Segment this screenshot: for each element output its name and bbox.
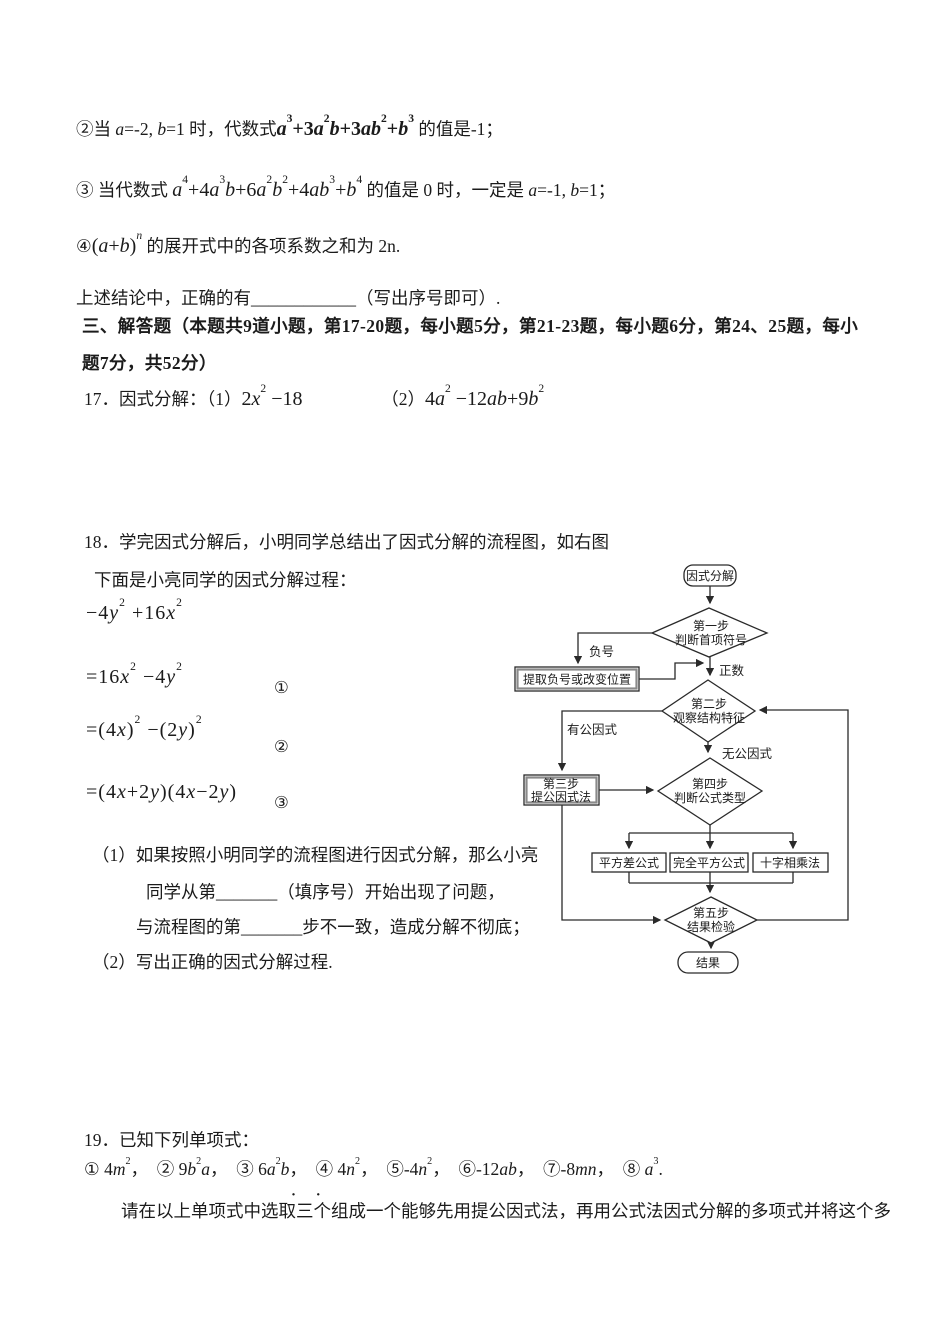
flow-step2-label-line2: 观察结构特征 — [673, 710, 745, 725]
statement-4: ④(a+b)n 的展开式中的各项系数之和为 2n. — [76, 229, 401, 257]
flow-end-node — [677, 951, 739, 974]
circled-number-1: ① — [274, 678, 289, 697]
flow-negative-box-label: 提取负号或改变位置 — [523, 672, 631, 687]
circled-number-3: ③ — [274, 793, 289, 812]
math-step-1: =16x2 −4y2 — [86, 660, 183, 688]
math-step-2: =(4x)2 −(2y)2 — [86, 713, 203, 741]
question-19-intro: 19．已知下列单项式： — [84, 1130, 259, 1150]
flow-step2-label-line1: 第二步 — [691, 697, 727, 711]
flow-step3-box — [523, 774, 600, 806]
flow-step4-label-line1: 第四步 — [692, 777, 728, 791]
flow-edge-negative-branch — [573, 632, 652, 665]
flow-label-has-common-factor: 有公因式 — [567, 723, 618, 737]
math-step-3: =(4x+2y)(4x−2y) — [86, 781, 238, 803]
flow-sqdiff-label: 平方差公式 — [599, 855, 659, 870]
flow-step1-label-line1: 第一步 — [693, 619, 729, 633]
flow-step1-label-line2: 判断首项符号 — [675, 632, 747, 647]
flow-edge-negative-return — [639, 658, 705, 680]
flow-step3-box-inner-border — [525, 776, 598, 804]
flow-label-no-common-factor: 无公因式 — [722, 747, 773, 761]
flow-edge-step3-step5 — [561, 805, 662, 925]
flow-step5-label-line1: 第五步 — [693, 906, 729, 920]
flow-step4-label-line2: 判断公式类型 — [674, 790, 746, 805]
flow-label-negative: 负号 — [589, 645, 614, 659]
q18-part1-line3: 与流程图的第_______步不一致，造成分解不彻底； — [136, 917, 530, 937]
q18-part1-line2: 同学从第_______（填序号）开始出现了问题， — [146, 882, 505, 902]
flow-step3-label-line2: 提公因式法 — [531, 789, 591, 804]
flow-perfect-square-box — [669, 852, 749, 873]
section-header-line1: 三、解答题（本题共9道小题，第17-20题，每小题5分，第21-23题，每小题6… — [82, 316, 859, 336]
question-18-intro: 18．学完因式分解后，小明同学总结出了因式分解的流程图，如右图 — [84, 532, 609, 552]
flow-step2-diamond — [660, 679, 757, 743]
flow-edge-convergence — [628, 872, 794, 884]
circled-number-2: ② — [274, 737, 289, 756]
flow-step3-label-line1: 第三步 — [543, 777, 579, 791]
flow-step1-diamond — [650, 607, 769, 658]
flow-step4-diamond — [656, 757, 764, 826]
question-19-monomials: ① 4m2， ② 9b2a， ③ 6a2b， ④ 4n2， ⑤-4n2， ⑥-1… — [84, 1155, 663, 1179]
flow-perfect-square-label: 完全平方公式 — [673, 855, 745, 870]
flow-negative-box-inner-border — [516, 668, 638, 690]
flow-sqdiff-box — [591, 852, 667, 873]
flow-start-label: 因式分解 — [686, 569, 734, 583]
statement-2: ②当 a=-2, b=1 时，代数式a3+3a2b+3ab2+b3 的值是-1； — [76, 112, 503, 140]
flow-edge-distribution — [629, 825, 793, 834]
question-17: 17．因式分解：（1）2x2 −18 （2）4a2 −12ab+9b2 — [84, 382, 545, 410]
q18-part1-line1: （1）如果按照小明同学的流程图进行因式分解，那么小亮 — [92, 845, 539, 865]
section-header-line2: 题7分，共52分） — [82, 353, 217, 373]
flow-step5-label-line2: 结果检验 — [687, 919, 735, 934]
conclusion-blank-line: 上述结论中，正确的有____________（写出序号即可）. — [76, 288, 501, 308]
flow-step5-diamond — [663, 896, 759, 944]
flow-edge-feedback-loop — [757, 705, 849, 921]
flow-cross-multiply-label: 十字相乘法 — [760, 855, 820, 870]
flow-edge-common-factor-branch — [557, 710, 662, 772]
question-19-paragraph: 请在以上单项式中选取三个组成一个能够先用提公因式法，再用公式法因式分解的多项式并… — [121, 1201, 891, 1221]
flow-label-positive: 正数 — [719, 663, 745, 678]
math-step-0: −4y2 +16x2 — [86, 596, 183, 624]
emphasis-dots: · · — [291, 1187, 329, 1203]
flow-cross-multiply-box — [752, 852, 829, 873]
statement-3: ③ 当代数式 a4+4a3b+6a2b2+4ab3+b4 的值是 0 时，一定是… — [76, 173, 616, 201]
question-18-subtitle: 下面是小亮同学的因式分解过程： — [94, 570, 357, 590]
q18-part2: （2）写出正确的因式分解过程. — [92, 952, 333, 972]
flow-negative-box — [514, 666, 640, 692]
flow-start-node — [683, 564, 737, 587]
flow-end-label: 结果 — [696, 956, 720, 970]
